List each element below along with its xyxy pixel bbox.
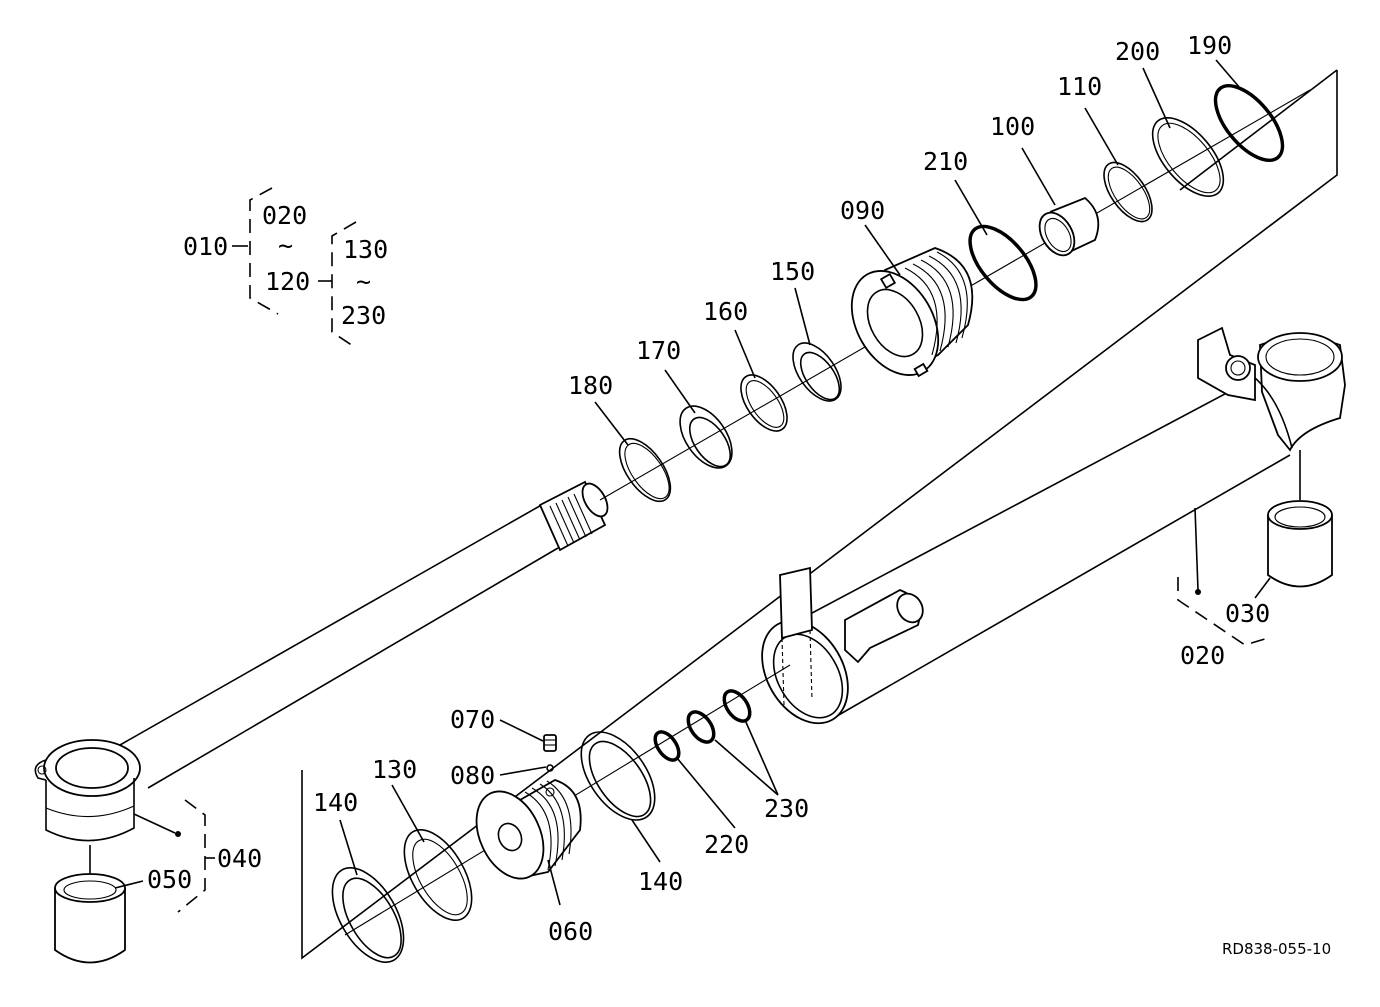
ring-110	[1103, 161, 1153, 223]
label-030: 030	[1225, 599, 1270, 628]
set-screw-070	[543, 734, 557, 752]
label-040: 040	[217, 844, 262, 873]
rod-eye-dot	[175, 831, 181, 837]
cylinder-tube	[761, 326, 1346, 725]
seal-170	[679, 405, 733, 469]
label-180: 180	[568, 371, 613, 400]
label-tilde-1: ~	[278, 231, 293, 260]
ring-160	[740, 374, 788, 432]
ball-080	[546, 764, 554, 772]
label-230-range-to: 230	[341, 301, 386, 330]
tube-dot	[1195, 589, 1201, 595]
label-150: 150	[770, 257, 815, 286]
label-010: 010	[183, 232, 228, 261]
seal-140-right	[580, 731, 656, 821]
o-ring-220	[653, 730, 681, 762]
label-110: 110	[1057, 72, 1102, 101]
label-160: 160	[703, 297, 748, 326]
label-090: 090	[840, 196, 885, 225]
label-020: 020	[1180, 641, 1225, 670]
frame-top-edge	[1179, 69, 1338, 191]
ring-180	[618, 437, 672, 503]
label-140-right: 140	[638, 867, 683, 896]
label-080: 080	[450, 761, 495, 790]
label-100: 100	[990, 112, 1035, 141]
bush-100	[1038, 196, 1100, 257]
o-ring-230a	[686, 710, 716, 744]
label-230: 230	[764, 794, 809, 823]
label-060: 060	[548, 917, 593, 946]
seal-140-left	[331, 867, 405, 963]
seal-150	[792, 342, 842, 402]
label-220: 220	[704, 830, 749, 859]
o-ring-190	[1213, 83, 1285, 163]
label-020-range-from: 020	[262, 201, 307, 230]
o-ring-230b	[722, 689, 752, 723]
ring-130	[403, 828, 473, 922]
bracket-040	[177, 799, 206, 913]
piston-rod	[34, 480, 609, 842]
o-ring-210	[968, 224, 1038, 302]
label-130-range-from: 130	[343, 235, 388, 264]
label-130: 130	[372, 755, 417, 784]
bracket-020	[1177, 577, 1269, 646]
label-170: 170	[636, 336, 681, 365]
callout-labels: 010 020 ~ 120 130 ~ 230 190 200 110 100 …	[147, 31, 1331, 958]
group-brackets	[232, 187, 357, 349]
leader-lines	[114, 59, 1271, 906]
label-200: 200	[1115, 37, 1160, 66]
label-tilde-2: ~	[356, 267, 371, 296]
label-070: 070	[450, 705, 495, 734]
frame-border	[301, 70, 1338, 960]
bush-050	[54, 873, 126, 964]
leader-020	[1194, 507, 1199, 591]
label-120-range-to: 120	[265, 267, 310, 296]
label-050: 050	[147, 865, 192, 894]
label-140-left: 140	[313, 788, 358, 817]
label-210: 210	[923, 147, 968, 176]
ring-200	[1151, 117, 1225, 197]
label-190: 190	[1187, 31, 1232, 60]
gland-090	[850, 247, 974, 378]
bush-030	[1267, 450, 1333, 588]
piston-060	[475, 779, 582, 880]
drawing-reference: RD838-055-10	[1222, 940, 1331, 958]
